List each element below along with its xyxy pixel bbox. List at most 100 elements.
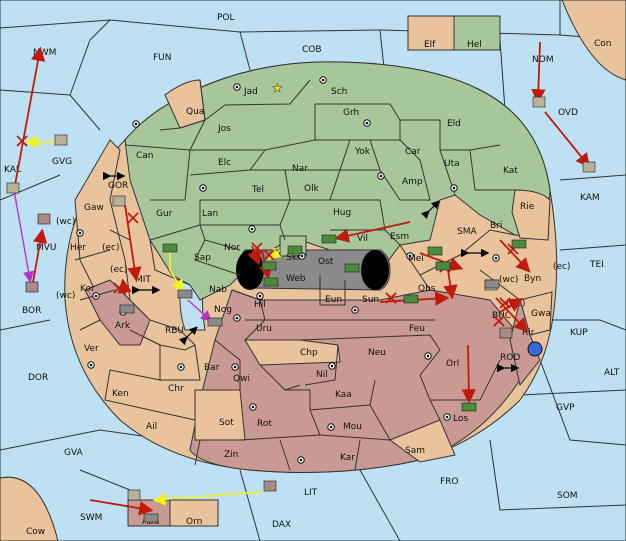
- label-elc: Elc: [218, 158, 231, 168]
- label-con: Con: [594, 39, 612, 49]
- army-unit: [143, 513, 159, 523]
- label-mvu: MVU: [36, 243, 57, 253]
- label-jad: Jad: [243, 87, 258, 97]
- army-unit: [207, 317, 223, 327]
- label-rod: ROD: [500, 353, 520, 363]
- army-unit: [261, 261, 277, 271]
- province-sam[interactable]: [388, 419, 456, 463]
- west-arm-red[interactable]: [84, 279, 151, 346]
- label-alt: ALT: [604, 368, 620, 378]
- label-car: Car: [405, 147, 421, 157]
- fleet-unit: [499, 327, 513, 339]
- label-wc1: (wc): [56, 217, 75, 227]
- fleet-unit: [127, 489, 141, 501]
- label-buc: BUC: [492, 311, 511, 321]
- label-gaw: Gaw: [84, 203, 104, 213]
- army-unit: [287, 245, 303, 255]
- label-kup: KUP: [570, 328, 588, 338]
- label-fun: FUN: [153, 53, 172, 63]
- label-pol: POL: [217, 13, 235, 23]
- province-group-green[interactable]: [124, 61, 551, 301]
- label-hil: Hil: [254, 300, 266, 310]
- label-tei: TEI: [589, 260, 604, 270]
- globe-icon: [527, 341, 543, 357]
- fleet-unit: [263, 480, 277, 492]
- tunnel-east: [361, 250, 389, 290]
- province-hel[interactable]: [453, 15, 501, 51]
- label-kam: KAM: [580, 193, 600, 203]
- province-chp[interactable]: [244, 339, 341, 366]
- label-wc2: (wc): [56, 291, 75, 301]
- label-ark: Ark: [115, 321, 131, 331]
- label-ec2: (ec): [110, 265, 128, 275]
- label-rie: Rie: [520, 202, 535, 212]
- province-elf[interactable]: [407, 15, 455, 51]
- province-orn[interactable]: [169, 499, 219, 527]
- label-yok: Yok: [354, 147, 371, 157]
- label-kor: Kor: [80, 284, 95, 294]
- label-gvp: GVP: [556, 403, 575, 413]
- army-unit: [263, 277, 279, 287]
- label-fro: FRO: [440, 477, 459, 487]
- label-orl: Orl: [446, 359, 459, 369]
- army-unit: [403, 294, 419, 304]
- fleet-unit: [532, 96, 546, 108]
- label-feu: Feu: [409, 324, 425, 334]
- label-sma: SMA: [457, 227, 477, 237]
- label-nog: Nog: [214, 305, 232, 315]
- label-dax: DAX: [272, 520, 291, 530]
- label-rir: Rir: [522, 328, 535, 338]
- label-byn: Byn: [524, 274, 541, 284]
- province-labels: POL FUN COB NWM NOM Con Elf Hel OVD KAL …: [4, 13, 620, 537]
- label-gva: GVA: [64, 448, 84, 458]
- label-web: Web: [286, 274, 306, 284]
- label-nil: Nil: [316, 370, 328, 380]
- label-hel: Hel: [467, 40, 482, 50]
- label-skr: Skr: [286, 253, 301, 263]
- army-unit: [511, 239, 527, 249]
- label-elf: Elf: [424, 40, 436, 50]
- star-icon: ★: [272, 81, 283, 95]
- fleet-unit: [54, 134, 68, 146]
- fleet-unit: [112, 195, 126, 207]
- label-dor: DOR: [28, 373, 48, 383]
- label-ec1: (ec): [102, 243, 120, 253]
- label-vil: Vil: [357, 234, 368, 244]
- label-kat: Kat: [503, 166, 518, 176]
- label-eun: Eun: [325, 295, 342, 305]
- label-wc3: (wc): [499, 275, 518, 285]
- label-zin: Zin: [224, 450, 238, 460]
- label-amp: Amp: [402, 177, 423, 187]
- province-rie[interactable]: [511, 189, 551, 241]
- label-gur: Gur: [156, 209, 173, 219]
- army-unit: [435, 261, 451, 271]
- label-rbu: RBU: [165, 326, 184, 336]
- fleet-unit: [37, 213, 51, 225]
- label-chr: Chr: [168, 384, 184, 394]
- label-hug: Hug: [333, 208, 351, 218]
- label-ec3: (ec): [553, 262, 571, 272]
- army-unit: [461, 402, 477, 412]
- tunnel-west: [236, 250, 264, 290]
- label-sam: Sam: [405, 446, 425, 456]
- label-can: Can: [136, 151, 154, 161]
- label-nom: NOM: [532, 55, 554, 65]
- label-qua: Qua: [186, 107, 204, 117]
- label-sap: Sap: [194, 253, 211, 263]
- label-mel: Mel: [408, 254, 424, 264]
- label-ost: Ost: [318, 257, 334, 267]
- supply-centers: [76, 76, 500, 464]
- label-cow: Cow: [26, 527, 45, 537]
- army-unit: [177, 289, 193, 299]
- label-nar: Nar: [292, 164, 308, 174]
- province-sot[interactable]: [194, 389, 246, 441]
- label-kaa: Kaa: [335, 390, 352, 400]
- label-gwa: Gwa: [531, 309, 551, 319]
- label-qwi: Qwi: [233, 374, 250, 384]
- fleet-unit: [25, 281, 39, 293]
- label-mit: MIT: [135, 275, 151, 285]
- label-nor: Nor: [224, 243, 240, 253]
- cross-icon: [16, 135, 519, 327]
- label-her: Her: [70, 243, 86, 253]
